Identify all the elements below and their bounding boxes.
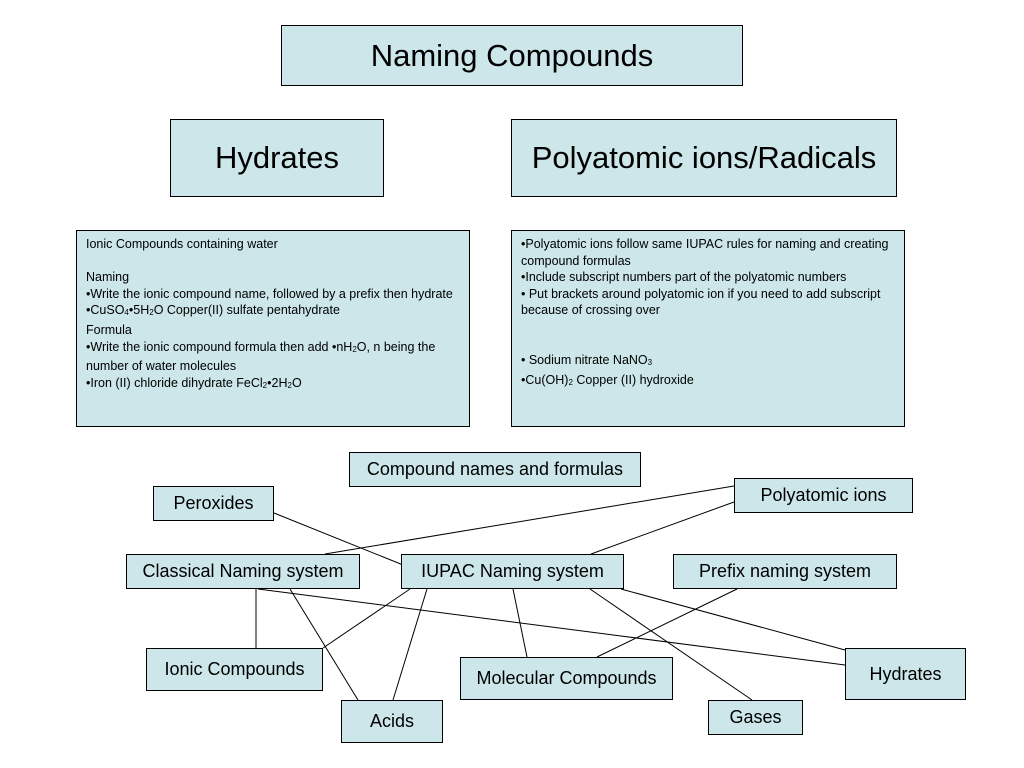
link-iupac-ionic [322,588,411,649]
hydrates-heading: Hydrates [170,119,384,197]
naming-rule: •Write the ionic compound name, followed… [86,286,453,301]
link-classical-hydrates [257,588,846,666]
formula-label: Formula [86,322,132,337]
polyatomic-example-2: •Cu(OH)2 Copper (II) hydroxide [521,372,694,387]
node-iupac-naming-system: IUPAC Naming system [401,554,624,589]
link-prefix-molecular [596,588,738,658]
hydrates-intro: Ionic Compounds containing water [86,237,278,251]
page-title: Naming Compounds [281,25,743,86]
link-iupac-hydrates [620,588,846,651]
node-hydrates: Hydrates [845,648,966,700]
link-iupac-molecular [512,588,528,658]
polyatomic-heading: Polyatomic ions/Radicals [511,119,897,197]
node-molecular-compounds: Molecular Compounds [460,657,673,700]
node-classical-naming-system: Classical Naming system [126,554,360,589]
node-gases: Gases [708,700,803,735]
polyatomic-example-1: • Sodium nitrate NaNO3 [521,352,653,367]
node-prefix-naming-system: Prefix naming system [673,554,897,589]
node-polyatomic-ions: Polyatomic ions [734,478,913,513]
polyatomic-notes-panel: •Polyatomic ions follow same IUPAC rules… [511,230,905,427]
polyatomic-rule-1: •Polyatomic ions follow same IUPAC rules… [521,237,889,268]
polyatomic-rule-2: •Include subscript numbers part of the p… [521,270,847,285]
node-compound-names: Compound names and formulas [349,452,641,487]
naming-example: •CuSO4•5H2O Copper(II) sulfate pentahydr… [86,303,340,318]
polyatomic-rule-3: • Put brackets around polyatomic ion if … [521,286,881,318]
link-iupac-acids [392,588,428,701]
node-acids: Acids [341,700,443,743]
naming-label: Naming [86,270,130,285]
formula-example: •Iron (II) chloride dihydrate FeCl2•2H2O [86,375,302,390]
node-ionic-compounds: Ionic Compounds [146,648,323,691]
link-polyatomic_ions-iupac [590,501,735,555]
node-peroxides: Peroxides [153,486,274,521]
hydrates-notes-panel: Ionic Compounds containing water Naming … [76,230,470,427]
link-classical-acids [289,588,359,701]
link-iupac-gases [589,588,753,701]
link-polyatomic_ions-classical [324,485,735,555]
formula-rule: •Write the ionic compound formula then a… [86,339,436,374]
